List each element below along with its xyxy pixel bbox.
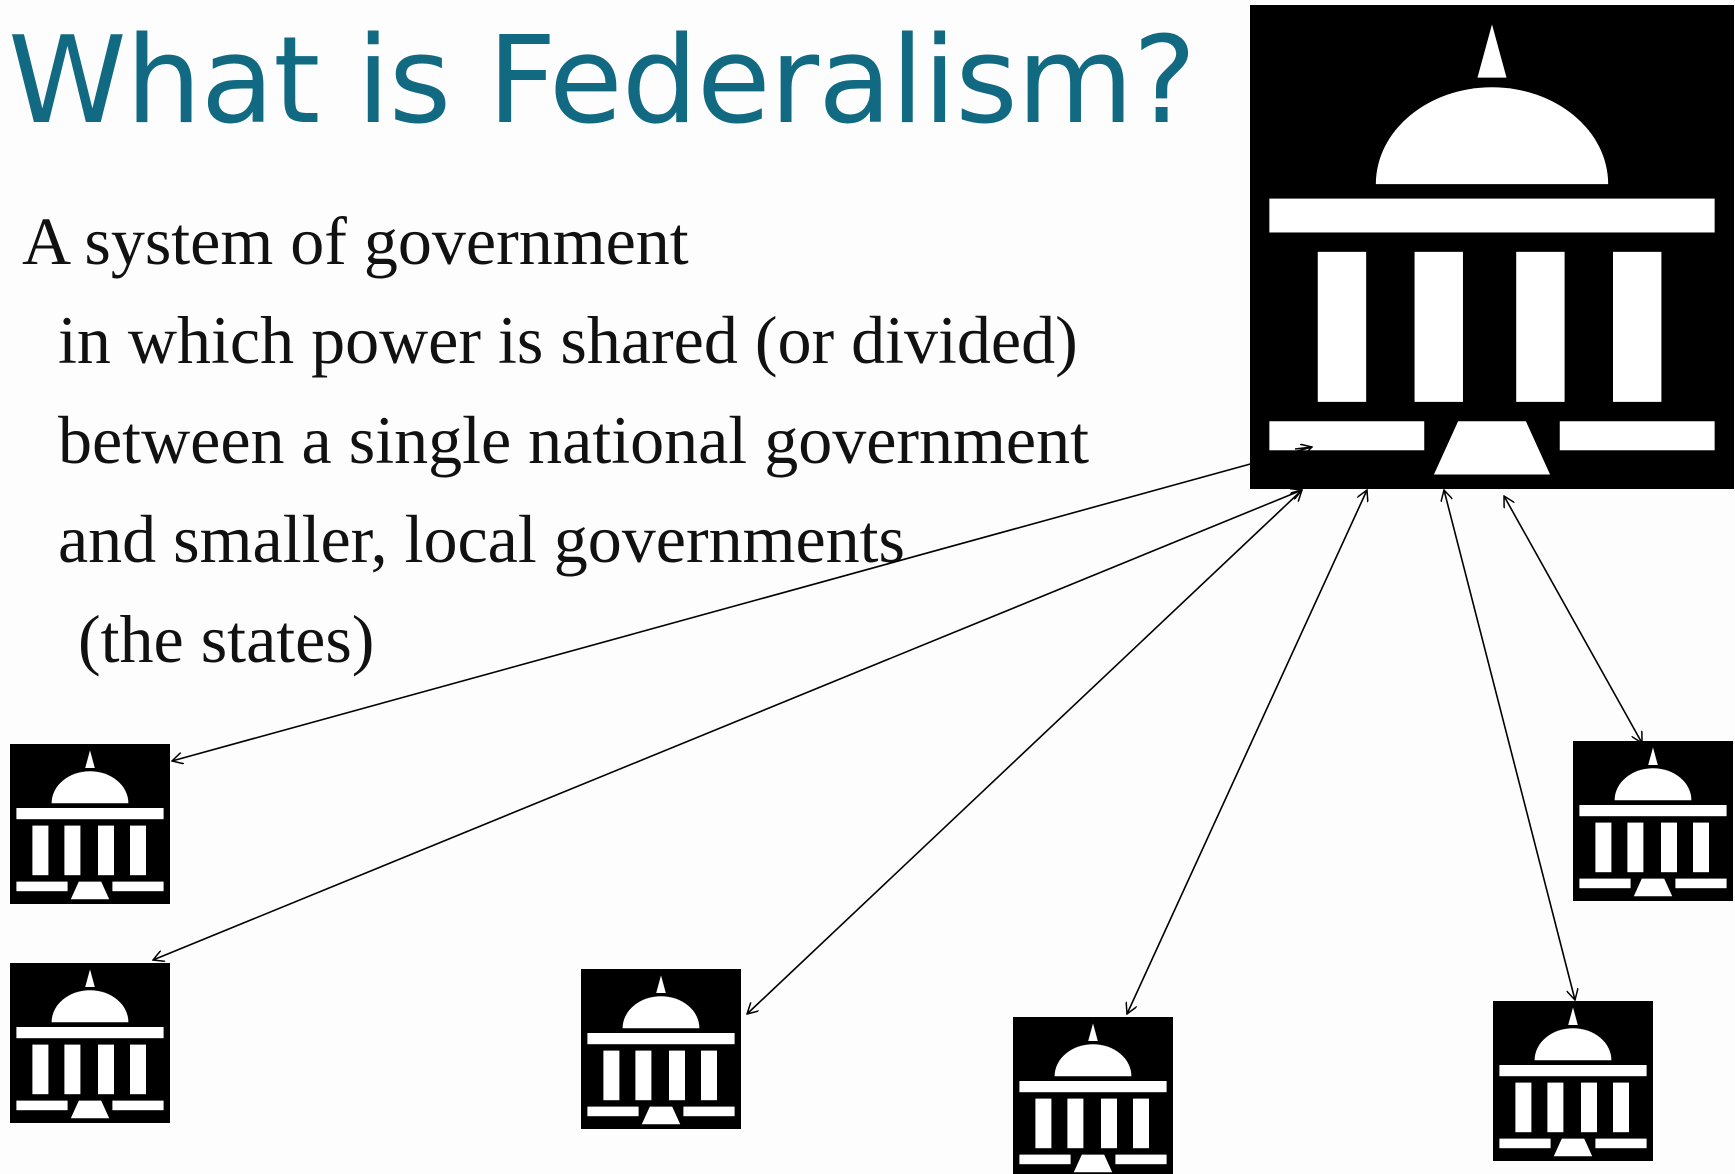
- definition-line-1: A system of government: [22, 203, 689, 279]
- connection-arrow: [1294, 446, 1313, 450]
- connection-arrow: [153, 490, 1302, 960]
- definition-line-2: in which power is shared (or divided): [58, 302, 1078, 378]
- connection-arrow: [1504, 496, 1642, 743]
- connection-arrow: [1444, 490, 1575, 1000]
- connection-arrow: [747, 490, 1302, 1014]
- connection-arrow: [172, 447, 1312, 761]
- slide-title: What is Federalism?: [8, 12, 1196, 151]
- connection-arrow: [1127, 490, 1367, 1014]
